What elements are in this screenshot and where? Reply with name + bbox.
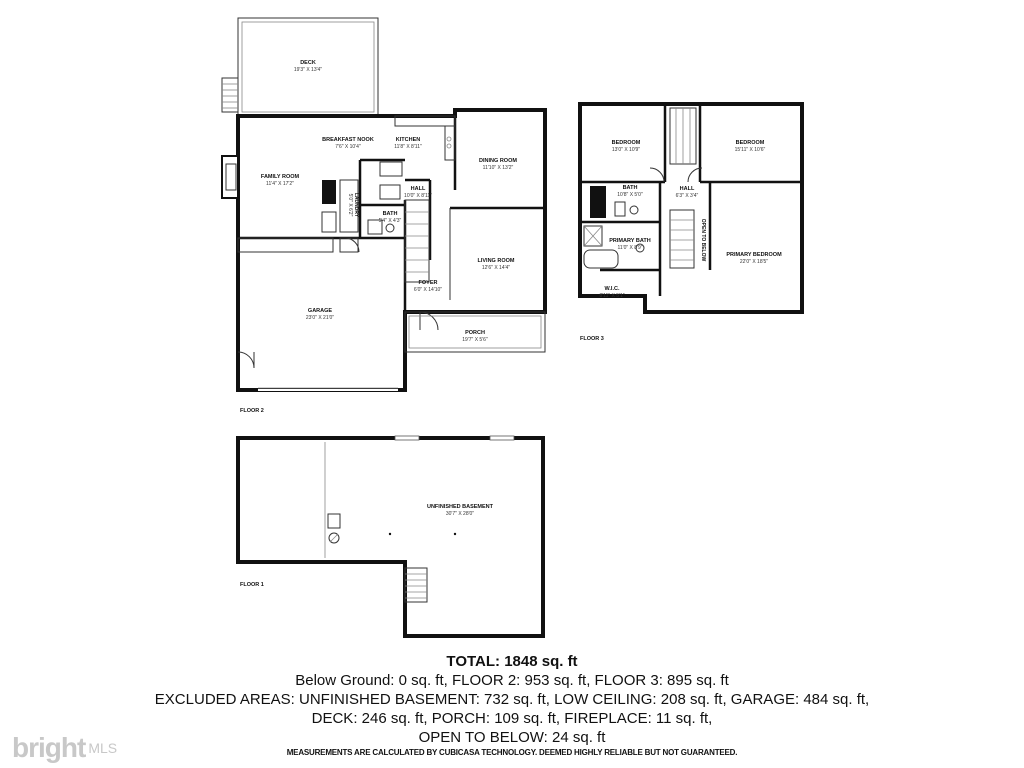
foyer-stairs xyxy=(404,199,430,283)
living-room-dim: 12'6" X 14'4" xyxy=(482,265,510,271)
bath-f3-label: BATH xyxy=(623,185,638,191)
bedroom-left-dim: 13'0" X 10'9" xyxy=(612,147,640,153)
floor-1-outer-wall xyxy=(236,436,545,638)
porch-outline xyxy=(404,311,546,353)
breakfast-nook-label: BREAKFAST NOOK xyxy=(322,137,374,143)
hall-f2-label: HALL xyxy=(411,186,426,192)
dining-room-label: DINING ROOM xyxy=(479,158,517,164)
open-to-below-label: OPEN TO BELOW xyxy=(700,219,706,262)
family-room-label: FAMILY ROOM xyxy=(261,174,300,180)
basement-stairs xyxy=(404,567,428,603)
area-summary: TOTAL: 1848 sq. ft Below Ground: 0 sq. f… xyxy=(0,652,1024,759)
kitchen-label: KITCHEN xyxy=(396,137,420,143)
family-room-dim: 11'4" X 17'2" xyxy=(266,181,294,187)
hall-f3-label: HALL xyxy=(680,186,695,192)
fireplace xyxy=(221,155,239,199)
floor-2-label: FLOOR 2 xyxy=(240,408,264,414)
basement-label: UNFINISHED BASEMENT xyxy=(427,504,494,510)
wic-dim: 8'11" X 5'1" xyxy=(599,293,624,299)
floor-2-plan xyxy=(221,17,547,392)
foyer-label: FOYER xyxy=(419,280,438,286)
excluded-areas-line-1: EXCLUDED AREAS: UNFINISHED BASEMENT: 732… xyxy=(154,691,870,708)
primary-bath-label: PRIMARY BATH xyxy=(609,238,650,244)
floor-plan-drawing: DECK 19'3" X 13'4" BREAKFAST NOOK 7'6" X… xyxy=(221,17,804,638)
laundry-dim: 5'0" X 6'2" xyxy=(347,194,353,217)
deck-dim: 19'3" X 13'4" xyxy=(294,67,322,73)
porch-label: PORCH xyxy=(465,330,485,336)
bath-f2-label: BATH xyxy=(383,211,398,217)
bright-mls-logo: bright MLS xyxy=(12,732,117,764)
deck-stairs xyxy=(221,77,239,113)
floor-1-label: FLOOR 1 xyxy=(240,582,264,588)
basement-dim: 30'7" X 28'0" xyxy=(446,511,474,517)
area-breakdown-line-1: Below Ground: 0 sq. ft, FLOOR 2: 953 sq.… xyxy=(295,672,729,689)
disclaimer: MEASUREMENTS ARE CALCULATED BY CUBICASA … xyxy=(286,748,738,757)
excluded-areas-line-3: OPEN TO BELOW: 24 sq. ft xyxy=(418,729,606,746)
bedroom-right-dim: 15'11" X 10'6" xyxy=(735,147,766,153)
primary-bedroom-dim: 22'0" X 18'5" xyxy=(740,259,768,265)
deck-label: DECK xyxy=(300,60,316,66)
bath-f2-dim: 5'4" X 4'3" xyxy=(379,218,402,224)
bath-f3-dim: 10'8" X 5'0" xyxy=(617,192,643,198)
garage-label: GARAGE xyxy=(308,308,332,314)
excluded-areas-line-2: DECK: 246 sq. ft, PORCH: 109 sq. ft, FIR… xyxy=(311,710,713,727)
porch-dim: 19'7" X 5'6" xyxy=(462,337,488,343)
floor-1-plan xyxy=(236,435,545,638)
hall-f3-dim: 6'3" X 3'4" xyxy=(676,193,699,199)
living-room-label: LIVING ROOM xyxy=(478,258,515,264)
bedroom-right-label: BEDROOM xyxy=(736,140,765,146)
floor-3-stairs xyxy=(669,209,695,269)
hall-f2-dim: 10'0" X 8'11" xyxy=(404,193,432,199)
bedroom-left-label: BEDROOM xyxy=(612,140,641,146)
kitchen-dim: 11'8" X 8'11" xyxy=(394,144,422,150)
dining-room-dim: 11'10" X 13'2" xyxy=(483,165,514,171)
primary-bedroom-label: PRIMARY BEDROOM xyxy=(726,252,782,258)
foyer-dim: 6'0" X 14'10" xyxy=(414,287,442,293)
total-area: TOTAL: 1848 sq. ft xyxy=(446,653,578,670)
logo-mls-text: MLS xyxy=(88,740,118,756)
wic-label: W.I.C. xyxy=(605,286,620,292)
logo-bright-text: bright xyxy=(12,732,86,763)
floor-3-outer-wall xyxy=(578,102,804,314)
floor-3-label: FLOOR 3 xyxy=(580,336,604,342)
floor-3-plan xyxy=(578,102,804,314)
laundry-label: LAUNDRY xyxy=(353,193,359,218)
primary-bath-dim: 11'0" X 8'9" xyxy=(617,245,642,251)
breakfast-nook-dim: 7'6" X 10'4" xyxy=(335,144,361,150)
garage-dim: 23'0" X 21'0" xyxy=(306,315,334,321)
